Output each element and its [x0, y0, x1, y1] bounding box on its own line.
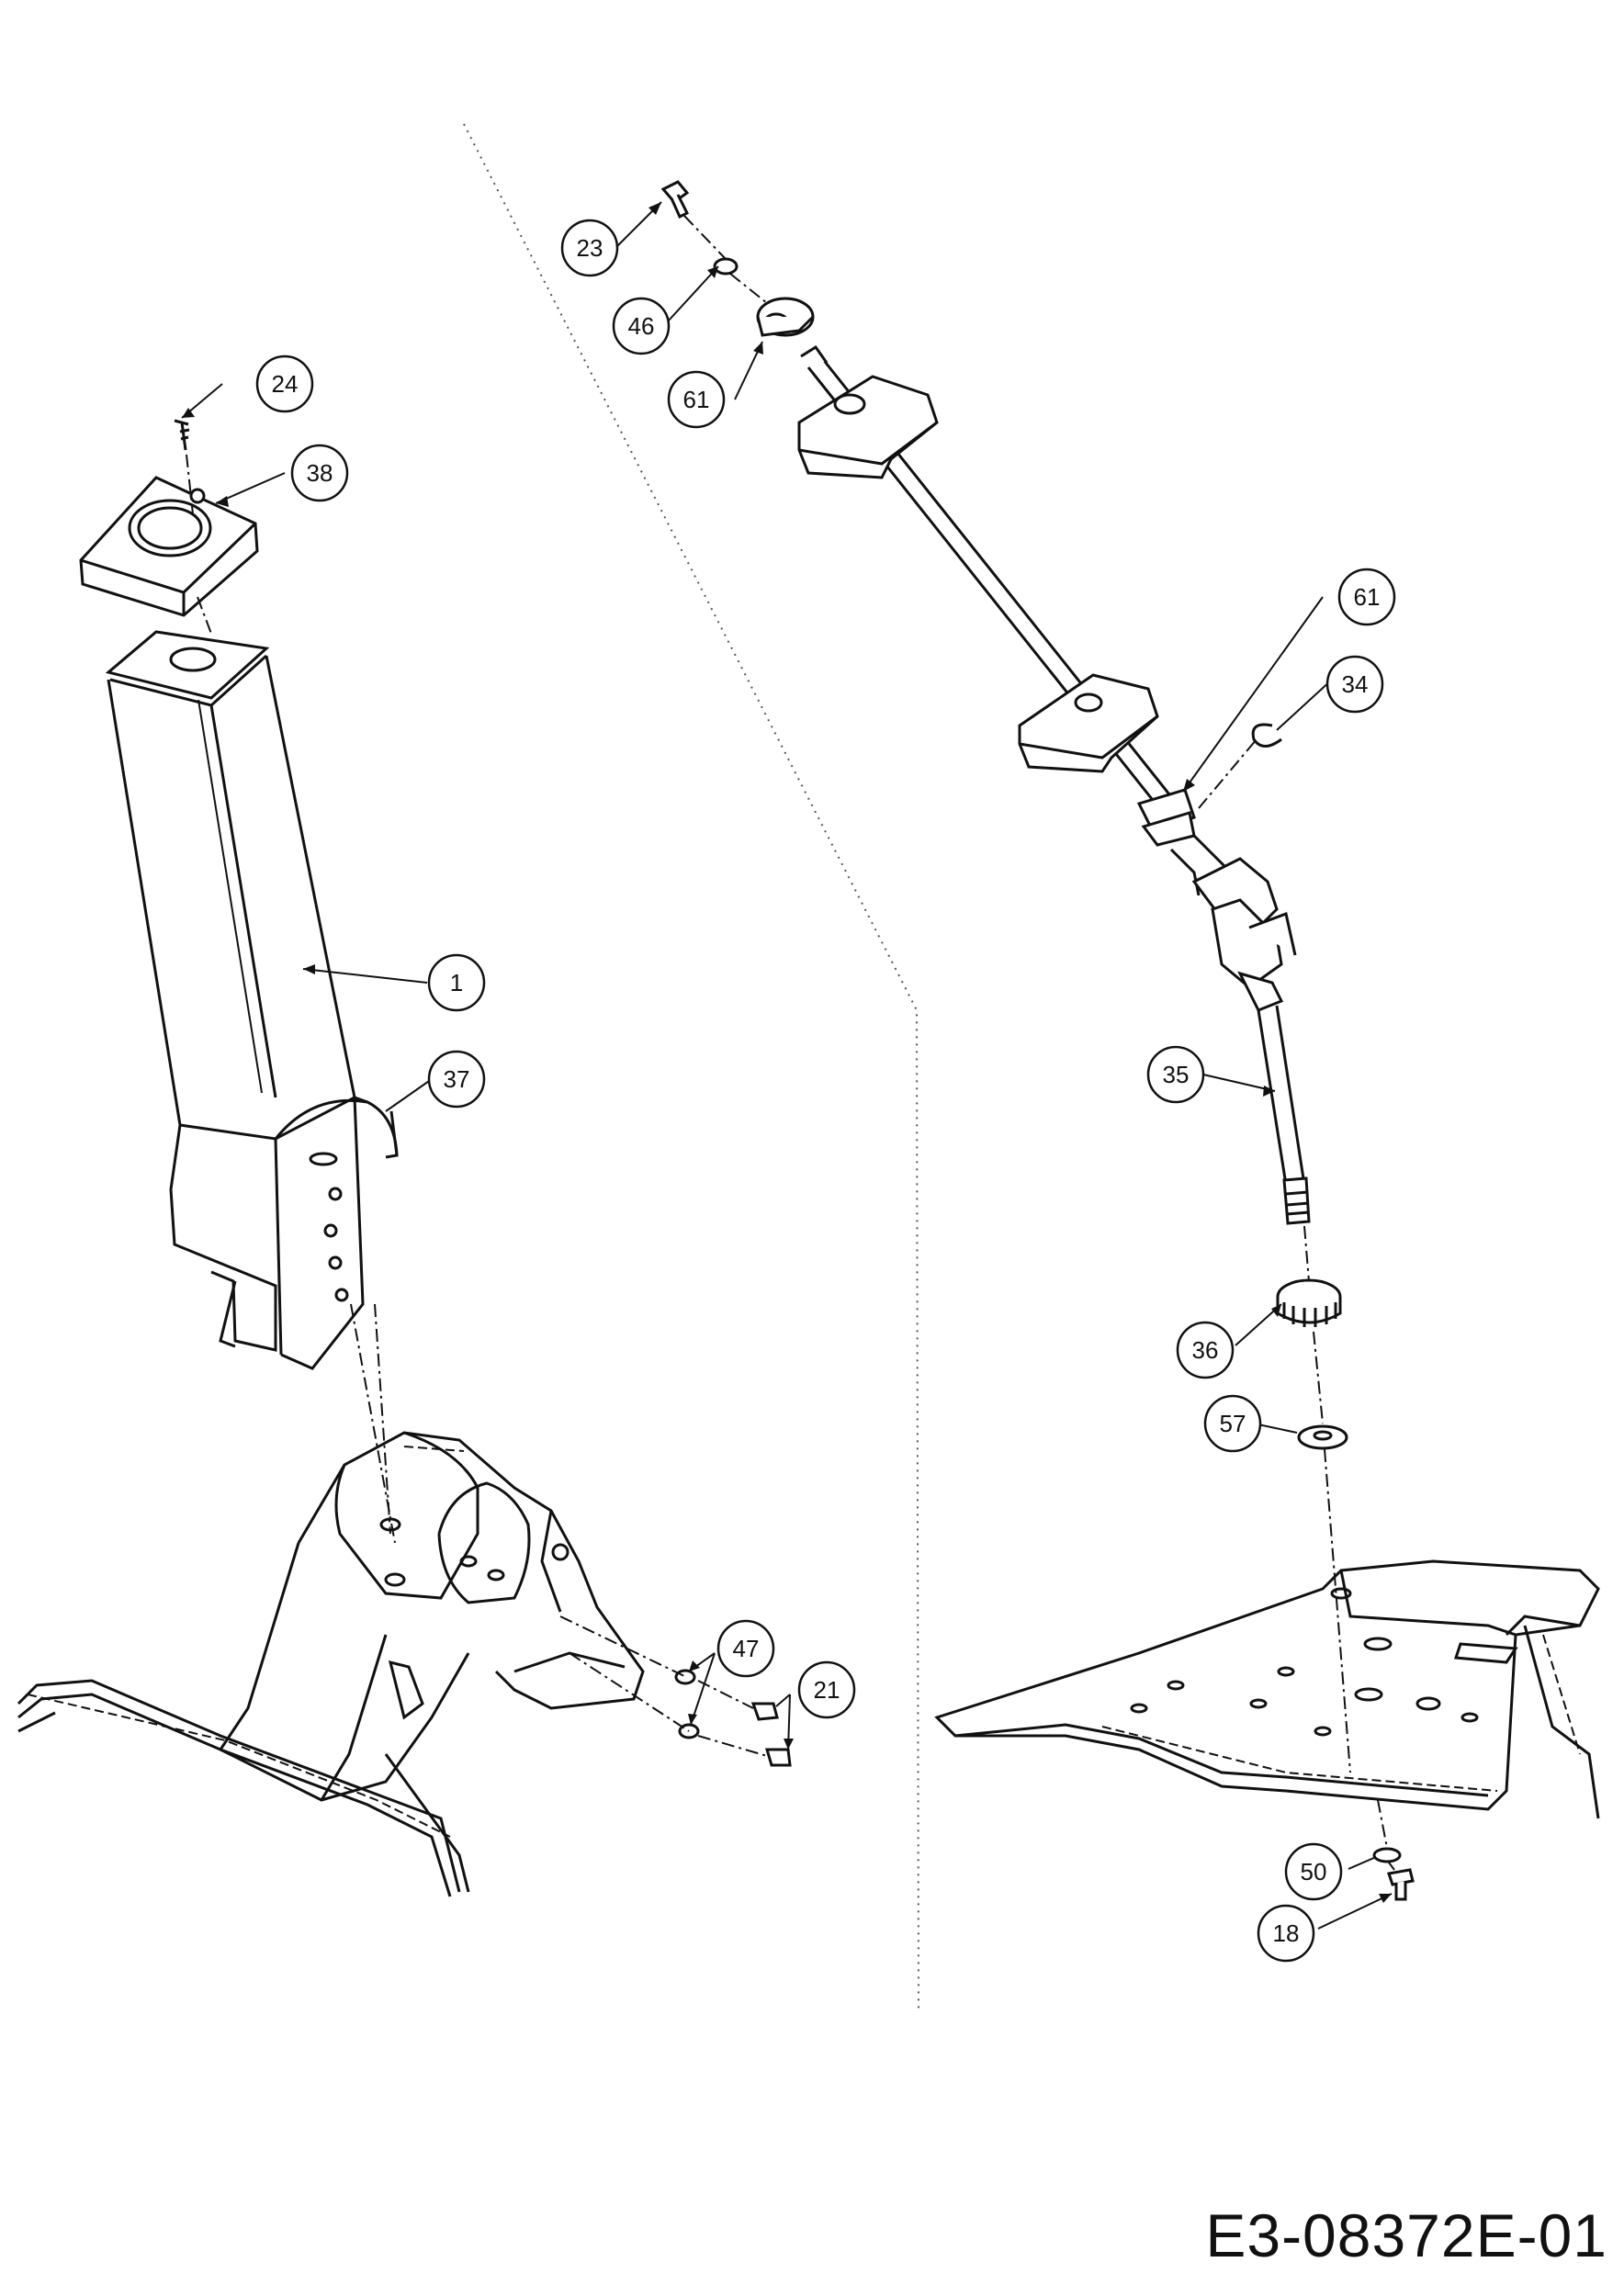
callout-46: 46 — [612, 297, 671, 355]
callout-35-label: 35 — [1163, 1061, 1190, 1088]
bolt-21 — [750, 1702, 792, 1767]
callout-61-top: 61 — [667, 370, 726, 429]
callout-23-label: 23 — [577, 234, 603, 262]
bolt-23 — [660, 180, 690, 219]
clip-34 — [1251, 723, 1282, 748]
callout-61-top-label: 61 — [683, 386, 710, 413]
callout-24-label: 24 — [272, 370, 299, 398]
callout-46-label: 46 — [628, 312, 655, 340]
callout-21-label: 21 — [814, 1676, 840, 1704]
callout-37: 37 — [427, 1050, 486, 1109]
callout-1: 1 — [427, 953, 486, 1012]
callout-61-lower-label: 61 — [1354, 583, 1381, 611]
steering-column-tube — [105, 630, 368, 1370]
steering-shaft — [797, 344, 1311, 1225]
separator-line — [463, 123, 919, 2012]
callout-35: 35 — [1146, 1045, 1205, 1104]
callout-57-label: 57 — [1220, 1410, 1246, 1437]
callout-23: 23 — [560, 219, 619, 277]
u-bracket-37 — [274, 1098, 399, 1159]
callout-1-label: 1 — [450, 969, 463, 996]
column-cap-38 — [79, 476, 259, 617]
callout-34-label: 34 — [1342, 670, 1369, 698]
callout-37-label: 37 — [444, 1065, 470, 1093]
callout-36-label: 36 — [1192, 1336, 1219, 1364]
assembly-lines-left — [186, 454, 768, 1757]
frame-bracket — [17, 1431, 645, 1897]
bolt-18 — [1387, 1868, 1415, 1901]
callout-21: 21 — [797, 1660, 856, 1719]
bushing-61-top — [756, 297, 815, 337]
callout-61-lower: 61 — [1337, 568, 1396, 626]
frame-dashed-lines — [27, 1446, 465, 1838]
assembly-lines-right — [683, 215, 1395, 1871]
callout-50: 50 — [1284, 1842, 1343, 1901]
callout-leaders — [181, 201, 1393, 1930]
callout-18: 18 — [1257, 1904, 1315, 1963]
callout-47-label: 47 — [733, 1635, 760, 1662]
callout-34: 34 — [1325, 655, 1384, 714]
callout-24: 24 — [255, 355, 314, 413]
callout-36: 36 — [1176, 1321, 1235, 1379]
callout-arrowheads — [182, 202, 1392, 1903]
callout-38-label: 38 — [307, 459, 333, 487]
document-code: E3-08372E-01 — [1205, 2201, 1607, 2269]
callout-57: 57 — [1203, 1394, 1262, 1453]
washer-50 — [1372, 1847, 1402, 1863]
washer-57 — [1297, 1424, 1348, 1450]
screw-24 — [174, 419, 190, 451]
callout-50-label: 50 — [1301, 1858, 1327, 1885]
callout-18-label: 18 — [1273, 1919, 1300, 1947]
callout-38: 38 — [290, 444, 349, 502]
callout-47: 47 — [716, 1619, 775, 1678]
support-plate-dashed — [1101, 1634, 1581, 1792]
